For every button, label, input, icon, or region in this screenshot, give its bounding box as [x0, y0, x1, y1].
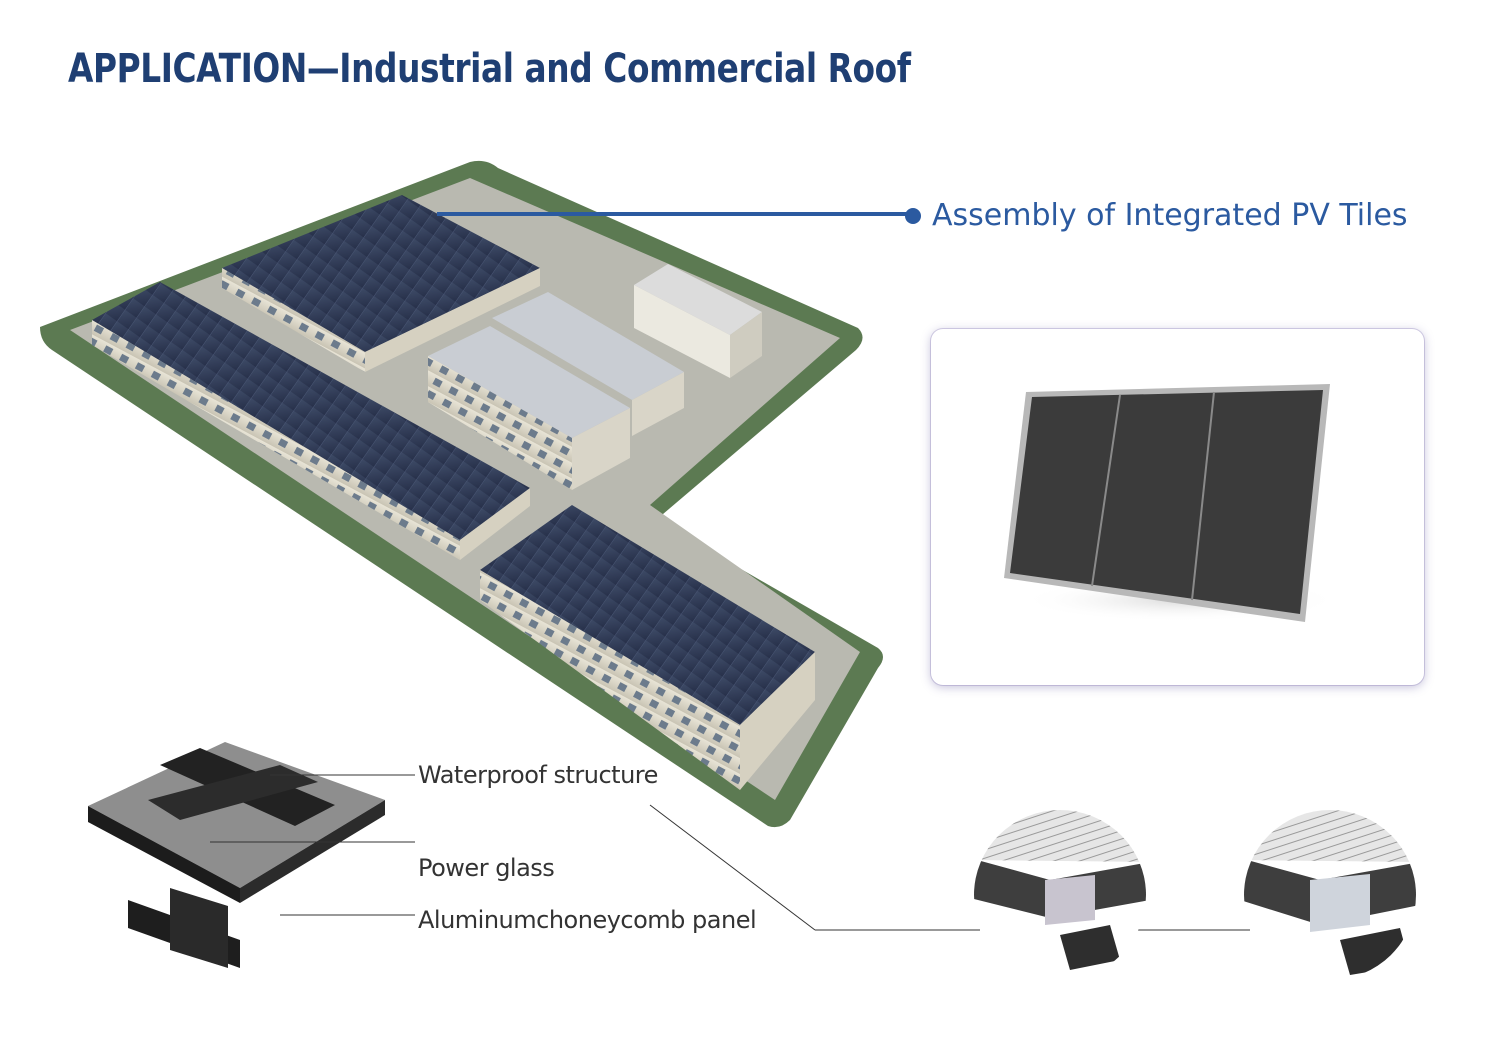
- detail-inset-right: [1244, 810, 1416, 980]
- warehouse-lower: [480, 505, 815, 790]
- office-block-1: [428, 326, 630, 490]
- office-tower: [634, 264, 762, 378]
- office-block-2: [492, 292, 684, 436]
- honeycomb-panel-label: Aluminumchoneycomb panel: [418, 906, 757, 934]
- callout-label: Assembly of Integrated PV Tiles: [932, 198, 1408, 233]
- power-glass-label: Power glass: [418, 854, 555, 882]
- page-title: APPLICATION—Industrial and Commercial Ro…: [68, 46, 911, 92]
- detail-inset-left: [974, 810, 1146, 980]
- warehouse-long: [92, 282, 530, 560]
- warehouse-upper: [222, 195, 540, 372]
- callout-dot: [905, 208, 921, 224]
- waterproof-structure-label: Waterproof structure: [418, 761, 658, 789]
